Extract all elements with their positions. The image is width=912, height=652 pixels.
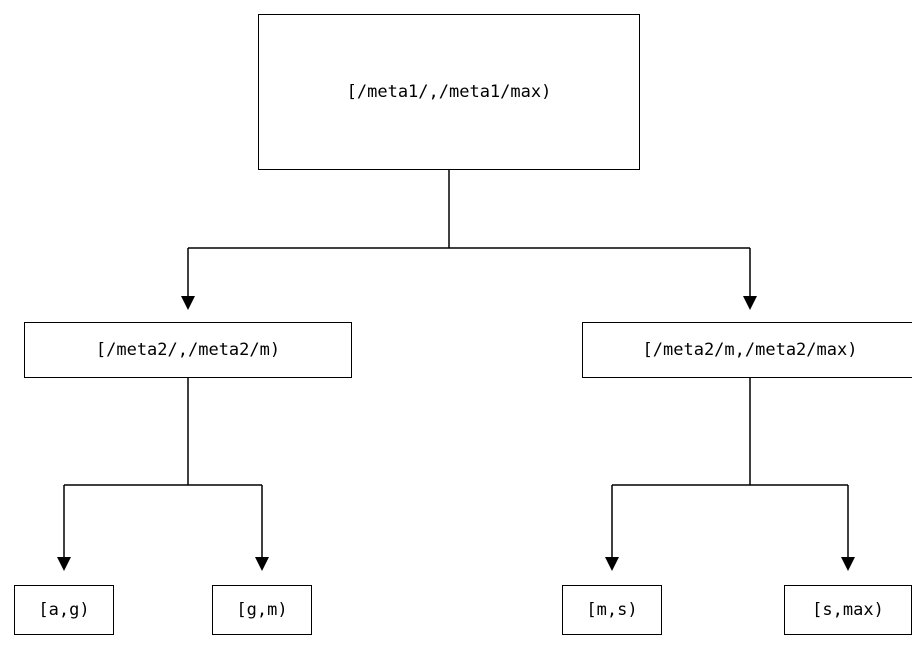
node-leaf-gm: [g,m) bbox=[212, 585, 312, 635]
arrowhead-icon bbox=[255, 557, 269, 571]
node-label: [/meta2/m,/meta2/max) bbox=[642, 340, 858, 360]
arrowhead-icon bbox=[605, 557, 619, 571]
node-label: [m,s) bbox=[586, 600, 638, 620]
node-label: [/meta1/,/meta1/max) bbox=[346, 82, 552, 102]
node-leaf-ag: [a,g) bbox=[14, 585, 114, 635]
node-meta2-left: [/meta2/,/meta2/m) bbox=[24, 322, 352, 378]
node-label: [/meta2/,/meta2/m) bbox=[95, 340, 281, 360]
node-root: [/meta1/,/meta1/max) bbox=[258, 14, 640, 170]
node-meta2-right: [/meta2/m,/meta2/max) bbox=[582, 322, 912, 378]
node-leaf-ms: [m,s) bbox=[562, 585, 662, 635]
node-leaf-smax: [s,max) bbox=[784, 585, 912, 635]
node-label: [s,max) bbox=[812, 600, 884, 620]
arrowhead-icon bbox=[841, 557, 855, 571]
arrowhead-icon bbox=[743, 296, 757, 310]
node-label: [a,g) bbox=[38, 600, 90, 620]
arrowhead-icon bbox=[57, 557, 71, 571]
arrowhead-icon bbox=[181, 296, 195, 310]
node-label: [g,m) bbox=[236, 600, 288, 620]
